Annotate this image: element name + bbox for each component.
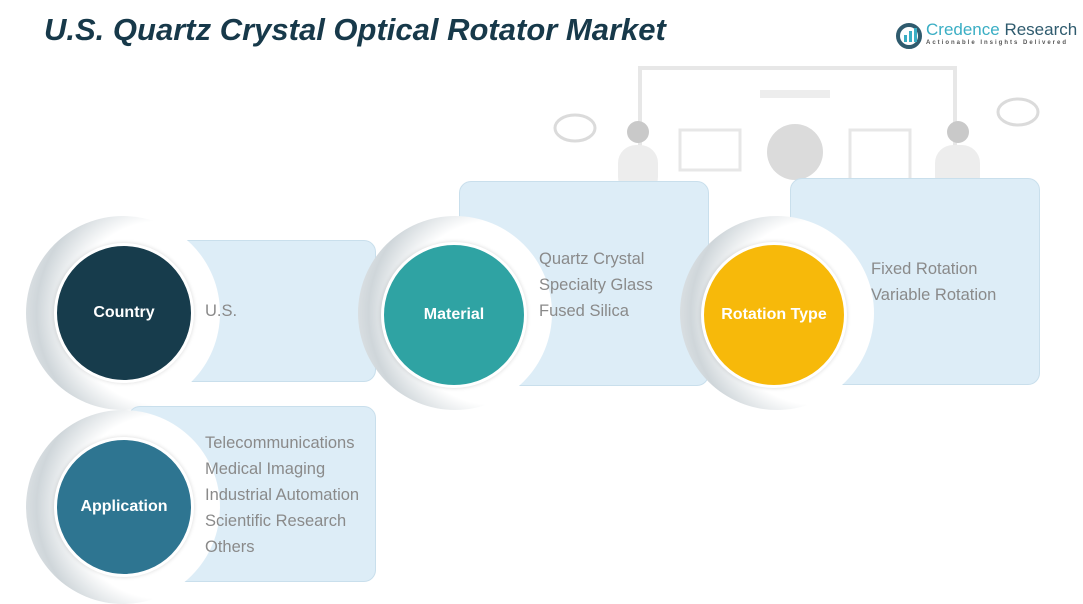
country-circle: Country xyxy=(54,243,194,383)
list-item: Others xyxy=(205,538,255,556)
list-item: Specialty Glass xyxy=(539,276,653,294)
material-circle: Material xyxy=(381,242,527,388)
list-item: Variable Rotation xyxy=(871,286,997,304)
list-item: U.S. xyxy=(205,302,238,320)
list-item: Industrial Automation xyxy=(205,486,360,504)
rotation-type-circle: Rotation Type xyxy=(701,242,847,388)
list-item: Medical Imaging xyxy=(205,460,326,478)
rotation-type-list: Fixed Rotation Variable Rotation xyxy=(871,256,996,308)
application-list: Telecommunications Medical Imaging Indus… xyxy=(205,430,359,560)
logo-tagline: Actionable Insights Delivered xyxy=(926,40,1069,46)
application-circle: Application xyxy=(54,437,194,577)
list-item: Fused Silica xyxy=(539,302,629,320)
page-title: U.S. Quartz Crystal Optical Rotator Mark… xyxy=(44,12,666,47)
logo-brand-2: Research xyxy=(999,20,1078,39)
bar-chart-logo-icon xyxy=(896,23,922,49)
credence-research-logo: Credence Research Actionable Insights De… xyxy=(896,20,1077,49)
list-item: Quartz Crystal xyxy=(539,250,645,268)
material-list: Quartz Crystal Specialty Glass Fused Sil… xyxy=(539,246,653,324)
logo-brand: Credence xyxy=(926,20,1000,39)
list-item: Telecommunications xyxy=(205,434,355,452)
list-item: Scientific Research xyxy=(205,512,347,530)
country-list: U.S. xyxy=(205,298,237,324)
list-item: Fixed Rotation xyxy=(871,260,978,278)
